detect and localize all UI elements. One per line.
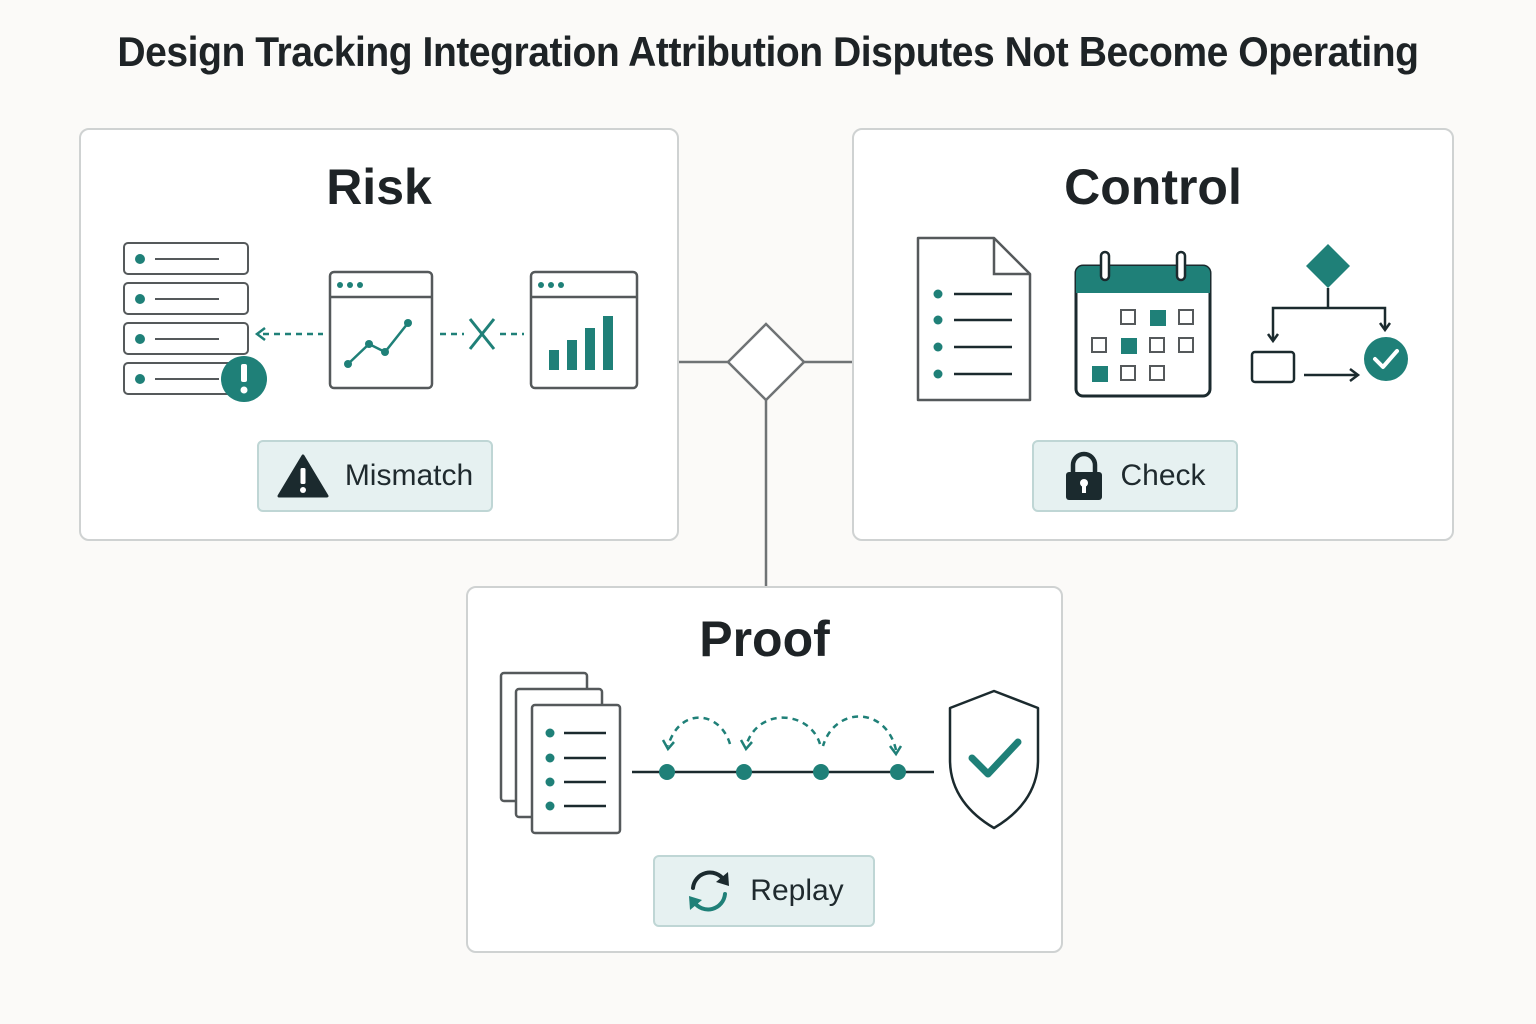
check-label: Check [1120, 459, 1206, 492]
decision-diamond-icon [726, 322, 806, 402]
lock-icon [1066, 451, 1103, 500]
risk-panel: Risk [79, 128, 679, 541]
replay-timeline-icon [632, 715, 934, 780]
refresh-icon [689, 870, 730, 912]
mismatch-badge: Mismatch [257, 440, 493, 512]
mismatch-label: Mismatch [344, 459, 474, 492]
document-stack-icon [499, 671, 622, 835]
broken-link-icon [440, 318, 524, 350]
workflow-approval-icon [1250, 244, 1408, 384]
proof-panel: Proof R [466, 586, 1063, 953]
replay-label: Replay [750, 874, 844, 907]
shield-check-icon [948, 689, 1040, 830]
diagram-title: Design Tracking Integration Attribution … [117, 28, 1419, 75]
replay-badge: Replay [653, 855, 875, 927]
warning-icon [277, 454, 329, 498]
calendar-icon [1074, 250, 1212, 398]
check-badge: Check [1032, 440, 1238, 512]
bar-chart-window-icon [529, 270, 639, 390]
checklist-document-icon [916, 236, 1032, 402]
risk-title: Risk [326, 159, 432, 215]
control-panel: Control [852, 128, 1454, 541]
dashed-arrow-left-icon [254, 327, 323, 341]
line-chart-window-icon [328, 270, 434, 390]
control-title: Control [1064, 159, 1242, 215]
proof-title: Proof [699, 611, 830, 667]
server-stack-alert-icon [123, 242, 267, 402]
